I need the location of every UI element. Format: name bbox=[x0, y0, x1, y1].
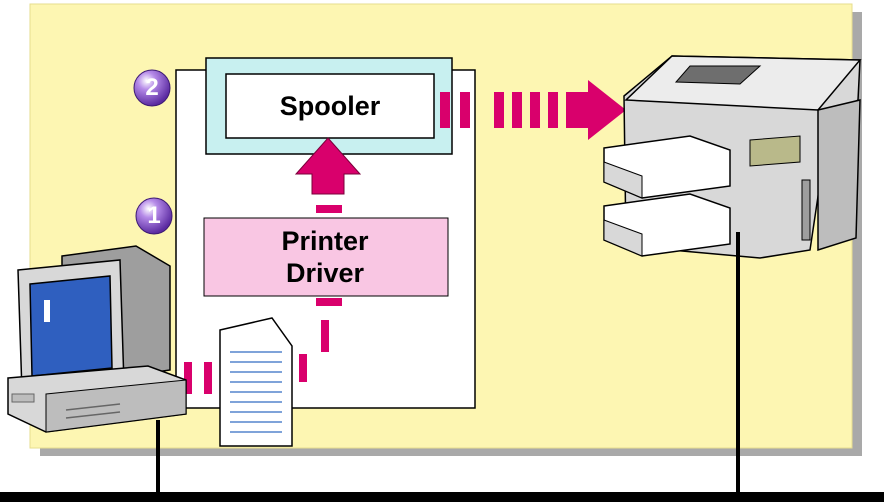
bottom-bar bbox=[0, 492, 884, 502]
spooler-label: Spooler bbox=[212, 89, 448, 123]
arrow-dash bbox=[204, 362, 212, 394]
step-2-number: 2 bbox=[134, 70, 170, 106]
arrow-dash bbox=[321, 320, 329, 352]
document-icon bbox=[220, 318, 292, 446]
computer-callout-line bbox=[156, 420, 160, 494]
arrow-dash bbox=[316, 205, 342, 213]
printer-callout-line bbox=[736, 232, 740, 494]
arrow-dash bbox=[299, 354, 307, 382]
printer-driver-label: Printer Driver bbox=[200, 225, 450, 289]
step-1-number: 1 bbox=[136, 198, 172, 234]
arrow-dash bbox=[316, 298, 342, 306]
printer-icon bbox=[604, 56, 860, 258]
computer-icon bbox=[8, 246, 186, 432]
